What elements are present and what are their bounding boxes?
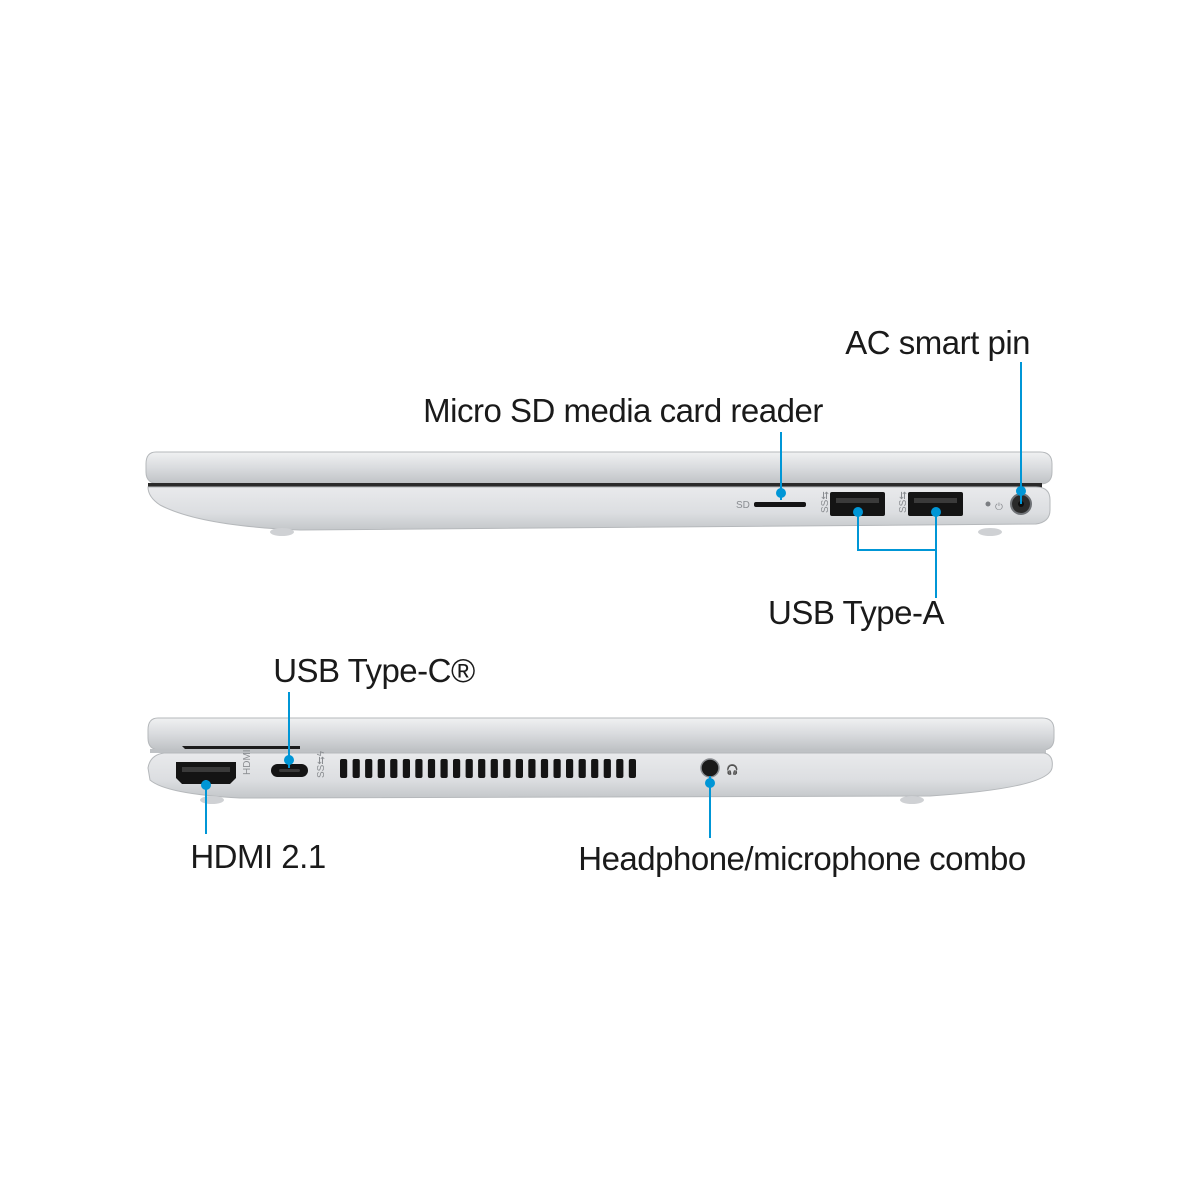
- usb-c-port: SS⇆ϟ: [271, 750, 327, 778]
- headphone-jack: [700, 758, 720, 778]
- vent-slot: [365, 759, 373, 778]
- vent-slot: [377, 759, 385, 778]
- label-micro-sd: Micro SD media card reader: [423, 392, 823, 429]
- base-chassis: [147, 486, 1051, 531]
- base-chassis: [147, 752, 1053, 799]
- hinge-seam: [148, 483, 1042, 488]
- callout-hdmi: [201, 780, 211, 834]
- vent-slot: [415, 759, 423, 778]
- usb-a-port-1: SS⇆: [820, 491, 885, 516]
- vent-slot: [540, 759, 549, 778]
- label-ac-smart-pin: AC smart pin: [845, 324, 1030, 361]
- rubber-foot: [270, 528, 294, 536]
- label-usb-type-a: USB Type-A: [768, 594, 944, 631]
- hinge-seam: [150, 749, 1046, 753]
- usb-a-port-2: SS⇆: [898, 491, 963, 516]
- vent-slot: [490, 759, 498, 778]
- vent-slot: [503, 759, 511, 778]
- vent-slot: [427, 759, 436, 778]
- vent-slot: [578, 759, 586, 778]
- vent-slot: [440, 759, 448, 778]
- lid-top: [147, 717, 1055, 751]
- vent-slot: [340, 759, 348, 778]
- vent-slot: [616, 759, 624, 778]
- rubber-foot: [900, 796, 924, 804]
- vent-grille: [340, 759, 636, 778]
- hdmi-port: HDMI: [176, 749, 253, 784]
- vent-slot: [465, 759, 473, 778]
- vent-slot: [515, 759, 523, 778]
- superspeed-icon: SS⇆: [820, 491, 831, 513]
- right-side-view: SD SS⇆ SS⇆ ⏻: [145, 324, 1053, 631]
- vent-slot: [553, 759, 561, 778]
- micro-sd-slot: [754, 502, 806, 507]
- vent-slot: [453, 759, 461, 778]
- hdmi-logo-icon: HDMI: [242, 749, 253, 775]
- callout-micro-sd: [776, 432, 786, 500]
- left-side-view: HDMI SS⇆ϟ 🎧 USB Type-C® HDMI 2.1 Hea: [147, 652, 1055, 877]
- vent-slot: [528, 759, 536, 778]
- callout-ac-smart-pin: [1016, 362, 1026, 504]
- vent-slot: [478, 759, 486, 778]
- lid-top: [145, 451, 1053, 485]
- callout-usb-a: [853, 507, 941, 598]
- label-headphone: Headphone/microphone combo: [578, 840, 1025, 877]
- power-plug-icon: ⏻: [995, 502, 1003, 513]
- vent-slot: [352, 759, 360, 778]
- superspeed-icon: SS⇆: [898, 491, 909, 513]
- vent-slot: [628, 759, 636, 778]
- rubber-foot: [978, 528, 1002, 536]
- vent-slot: [390, 759, 398, 778]
- superspeed-icon: SS⇆ϟ: [316, 750, 327, 778]
- label-hdmi: HDMI 2.1: [190, 838, 325, 875]
- callout-headphone: [705, 776, 715, 838]
- vent-slot: [603, 759, 611, 778]
- vent-slot: [402, 759, 410, 778]
- callout-usb-c: [284, 692, 294, 768]
- label-usb-type-c: USB Type-C®: [273, 652, 475, 689]
- headphone-icon: 🎧: [726, 763, 738, 776]
- rubber-foot: [200, 796, 224, 804]
- power-led: [985, 501, 991, 507]
- vent-slot: [591, 759, 599, 778]
- sd-marking: SD: [736, 500, 750, 511]
- vent-slot: [566, 759, 574, 778]
